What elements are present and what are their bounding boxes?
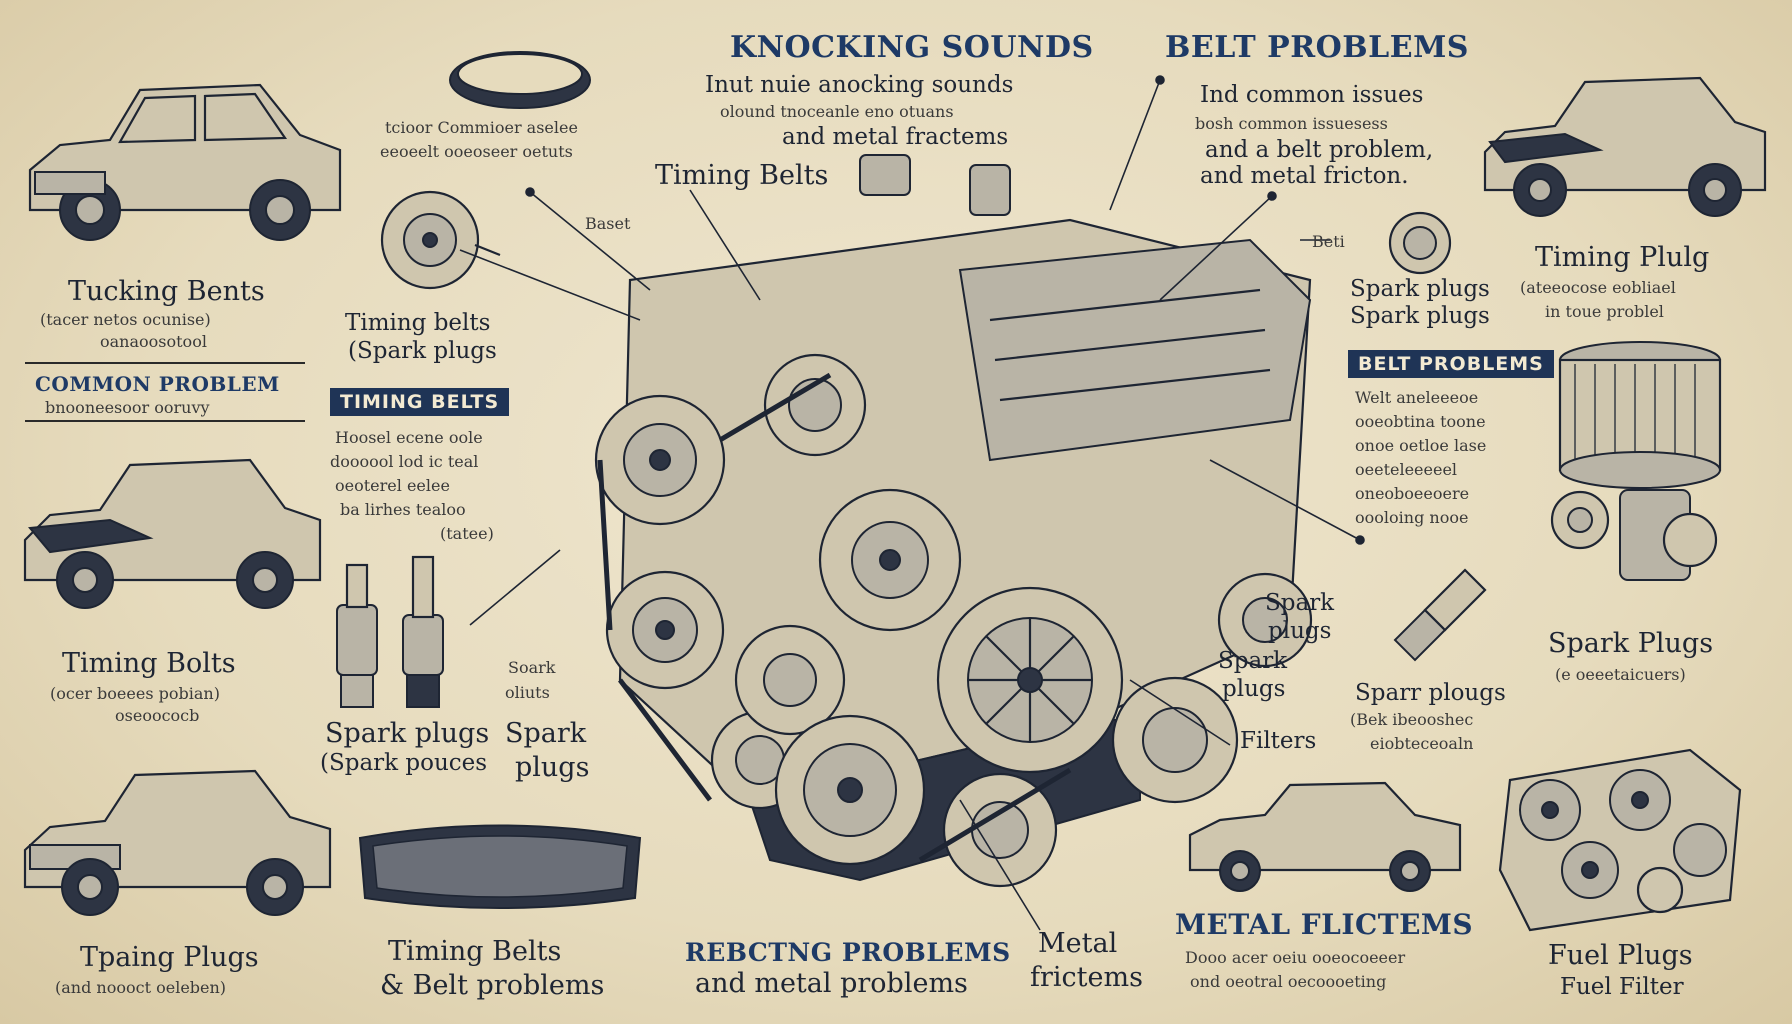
label-baset: Baset [585,214,631,233]
label-frictems: frictems [1030,962,1143,993]
label-metal: Metal [1038,928,1118,959]
right-top-line1: Ind common issues [1200,82,1424,108]
label-belt-problems-bottom: & Belt problems [380,970,605,1001]
center-top-line3: and metal fractems [782,124,1009,150]
right-top-line3: and a belt problem, [1205,137,1434,163]
banner-belt-text-3: onoe oetloe lase [1355,436,1487,455]
heading-metal-frictems: METAL FLICTEMS [1175,908,1474,941]
label-sparr-plougs: Sparr plougs [1355,680,1506,706]
banner-timing-text-5: (tatee) [440,524,494,543]
right-top-line2: bosh common issuesess [1195,114,1388,133]
banner-belt-text-4: oeeteleeeeel [1355,460,1458,479]
center-top-line1: Inut nuie anocking sounds [705,72,1014,98]
banner-timing-text-4: ba lirhes tealoo [340,500,466,519]
label-fuel-plugs: Fuel Plugs [1548,940,1693,971]
right-top-line4: and metal fricton. [1200,163,1409,189]
label-filters: Filters [1240,728,1317,754]
label-tucking-sub1: (tacer netos ocunise) [40,310,211,329]
label-sparr-sub2: eiobteceoaln [1370,734,1474,753]
pulley-icon [380,190,501,290]
banner-belt-text-1: Welt aneleeeoe [1355,388,1479,407]
label-fuel-filter: Fuel Filter [1560,974,1684,1000]
label-spark-plugs-right-sub: (e oeeetaicuers) [1555,665,1686,684]
label-timing-belts-top: Timing Belts [655,160,829,191]
label-spark-mid2: plugs [1268,618,1332,644]
label-timing-belts-bottom: Timing Belts [388,936,562,967]
banner-timing-text-2: doooool lod ic teal [330,452,479,471]
label-timing-belts-left: Timing belts [345,310,491,336]
label-small-desc1: tcioor Commioer aselee [385,118,578,137]
label-timing-plulg-sub1: (ateeocose eobliael [1520,278,1676,297]
label-spark-plugs-b: Spark [505,718,587,749]
label-plugs-b: plugs [515,752,590,783]
label-oliuts: oliuts [505,683,550,702]
label-spark-plugs-a: Spark plugs [325,718,490,749]
heading-knocking-sounds: KNOCKING SOUNDS [730,30,1094,65]
label-metal-sub1: Dooo acer oeiu ooeocoeeer [1185,948,1406,967]
banner-belt-text-2: ooeobtina toone [1355,412,1486,431]
label-timing-plulg-sub2: in toue problel [1545,302,1664,321]
label-beti: Beti [1312,232,1345,251]
car-icon [23,458,322,609]
banner-belt-text-5: oneoboeeoere [1355,484,1470,503]
label-spark-poouces: (Spark pouces [320,750,488,776]
car-icon [23,769,332,916]
label-spark-mid3: Spark [1218,648,1288,674]
label-spark-plugs-r1: Spark plugs [1350,276,1490,302]
center-top-line2: olound tnoceanle eno otuans [720,102,954,121]
banner-timing-text-3: oeoterel eelee [335,476,450,495]
belt-icon [358,824,642,909]
label-spark-mid4: plugs [1222,676,1286,702]
label-spark-mid1: Spark [1265,590,1335,616]
banner-belt-problems: BELT PROBLEMS [1348,350,1554,378]
label-sparr-sub1: (Bek ibeooshec [1350,710,1474,729]
label-spark-small: Soark [508,658,556,677]
label-tpaing-sub: (and noooct oeleben) [55,978,227,997]
banner-belt-text-6: oooloing nooe [1355,508,1469,527]
label-spark-plugs-right: Spark Plugs [1548,628,1714,659]
engine-icon [1498,748,1742,932]
banner-timing-belts: TIMING BELTS [330,388,510,416]
heading-rebcting-problems: REBCTNG PROBLEMS [685,938,1011,967]
air-filter-icon [1550,341,1722,581]
label-tpaing-plugs: Tpaing Plugs [80,942,259,973]
spark-plug-icon [1393,568,1487,662]
label-common-sub: bnooneesoor ooruvy [45,398,210,417]
car-icon [1483,76,1767,217]
label-timing-bolts-sub1: (ocer boeees pobian) [50,684,220,703]
label-timing-bolts-sub2: oseoococb [115,706,200,725]
label-tucking-bents: Tucking Bents [68,276,265,307]
engine-icon [594,154,1313,888]
heading-common-problem: COMMON PROBLEM [35,372,280,396]
label-and-metal-problems: and metal problems [695,968,968,999]
label-timing-bolts: Timing Bolts [62,648,236,679]
label-metal-sub2: ond oeotral oecoooeting [1190,972,1387,991]
label-small-desc2: eeoeelt ooeoseer oetuts [380,142,573,161]
heading-belt-problems: BELT PROBLEMS [1165,30,1469,65]
label-timing-plulg: Timing Plulg [1535,242,1710,273]
label-spark-plugs-r2: Spark plugs [1350,303,1490,329]
pulley-icon [1388,211,1452,275]
label-tucking-sub2: oanaoosotool [100,332,207,351]
car-icon [28,83,342,241]
car-icon [1188,781,1462,892]
banner-timing-text-1: Hoosel ecene oole [335,428,483,447]
label-spark-plugs-left: (Spark plugs [348,338,497,364]
spark-plug-icon [336,555,444,708]
belt-icon [449,51,591,109]
